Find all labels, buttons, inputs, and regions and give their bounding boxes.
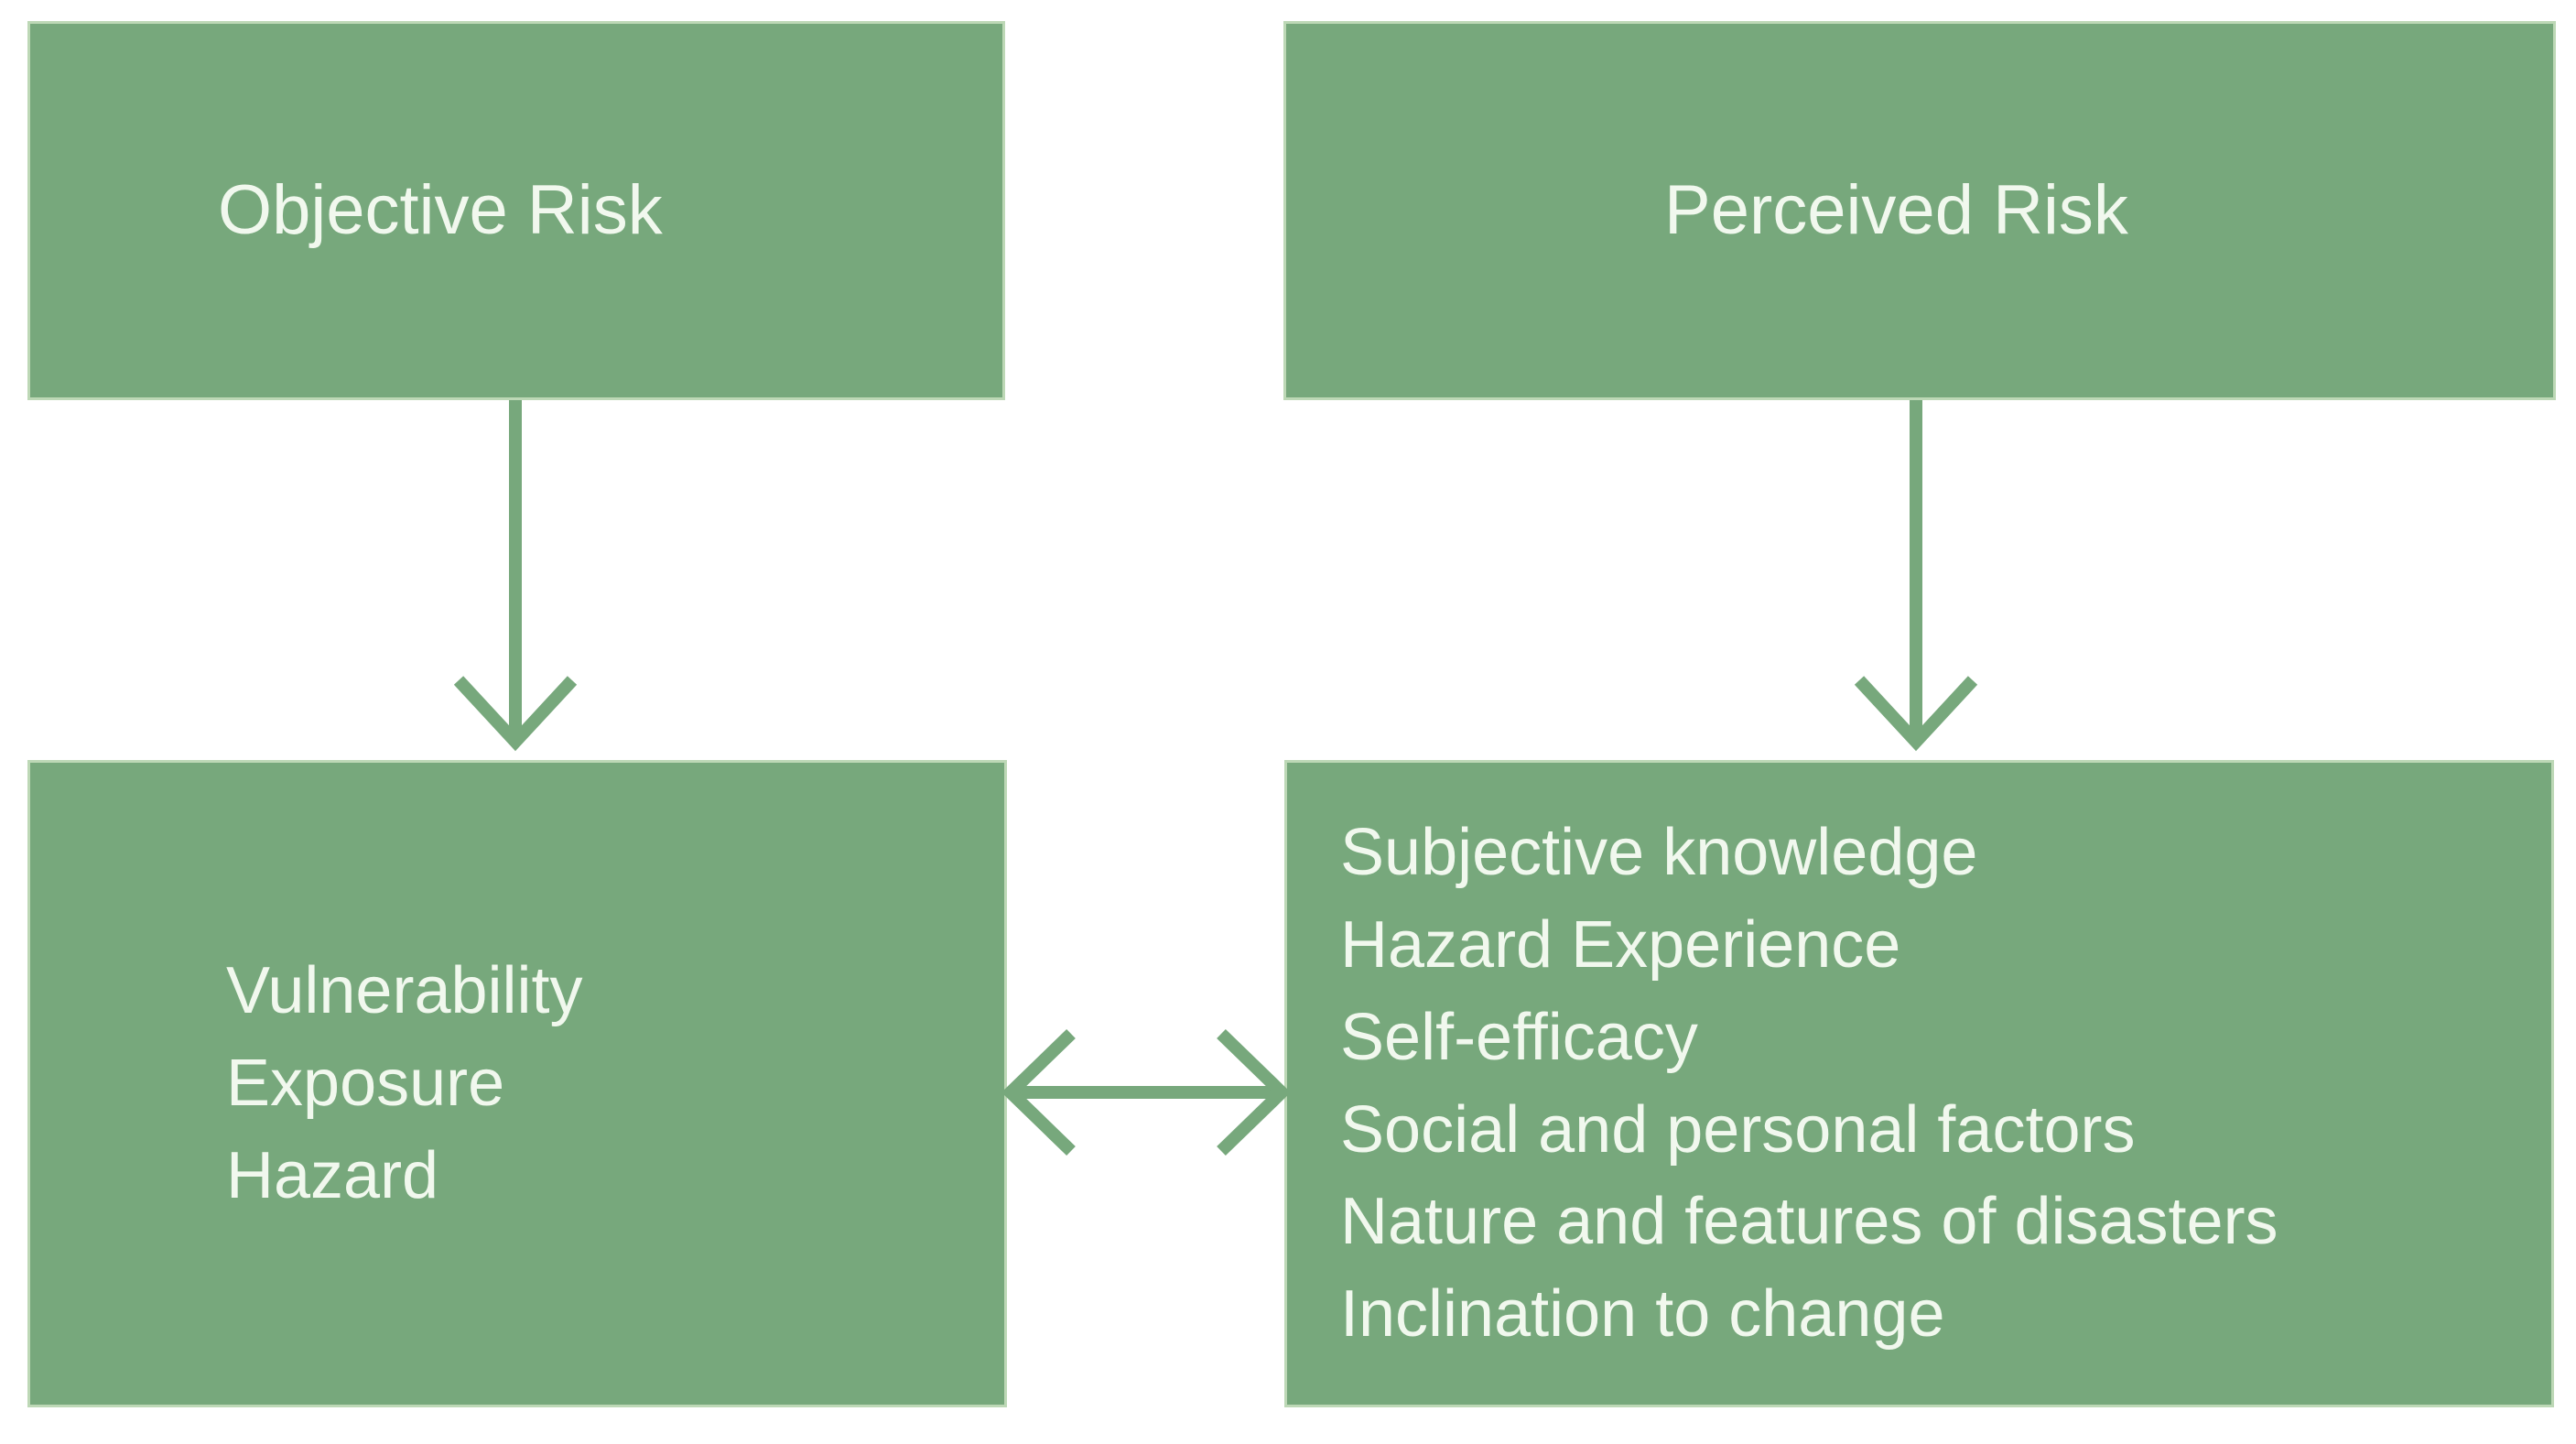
perceived-risk-title: Perceived Risk bbox=[1664, 171, 2128, 250]
box-objective-risk-factors: Vulnerability Exposure Hazard bbox=[27, 760, 1007, 1407]
perceived-factor-line: Subjective knowledge bbox=[1340, 816, 1978, 890]
perceived-factor-line: Inclination to change bbox=[1340, 1277, 1945, 1352]
objective-factor-line: Hazard bbox=[226, 1138, 439, 1212]
box-perceived-risk: Perceived Risk bbox=[1283, 21, 2556, 400]
down-arrow-perceived-risk-icon bbox=[1854, 400, 1978, 752]
box-perceived-risk-factors: Subjective knowledge Hazard Experience S… bbox=[1284, 760, 2554, 1407]
perceived-factor-line: Social and personal factors bbox=[1340, 1092, 2136, 1167]
perceived-factor-line: Self-efficacy bbox=[1340, 1000, 1698, 1074]
objective-factor-line: Vulnerability bbox=[226, 954, 583, 1028]
objective-risk-title: Objective Risk bbox=[218, 171, 663, 250]
perceived-factor-line: Hazard Experience bbox=[1340, 907, 1901, 982]
perceived-factor-line: Nature and features of disasters bbox=[1340, 1185, 2278, 1259]
double-headed-arrow-icon bbox=[1001, 1028, 1292, 1156]
box-objective-risk: Objective Risk bbox=[27, 21, 1005, 400]
down-arrow-objective-risk-icon bbox=[453, 400, 578, 752]
objective-factor-line: Exposure bbox=[226, 1047, 505, 1121]
